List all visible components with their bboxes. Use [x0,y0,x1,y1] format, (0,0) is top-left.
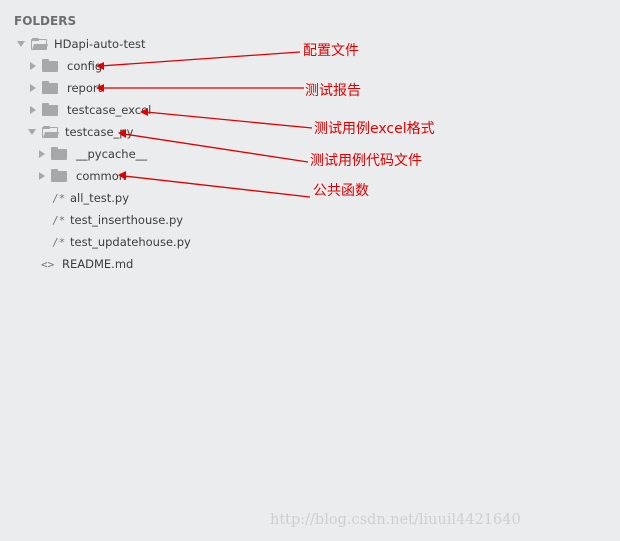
tree-item-hdapi-auto-test[interactable]: HDapi-auto-test [17,33,146,55]
markup-file-icon: <> [41,257,55,271]
chevron-right-icon[interactable] [39,150,45,158]
tree-item-label: test_inserthouse.py [70,213,184,227]
chevron-right-icon[interactable] [39,172,45,180]
chevron-right-icon[interactable] [30,62,36,70]
annotation-testcase-excel: 测试用例excel格式 [314,121,435,137]
tree-item-test-updatehouse-py[interactable]: /* test_updatehouse.py [52,231,191,253]
tree-item-label: __pycache__ [76,147,148,161]
folder-icon [51,168,67,182]
tree-item-testcase-py[interactable]: testcase_py [28,121,133,143]
tree-item-label: common [76,169,127,183]
tree-item-common[interactable]: common [39,165,126,187]
python-file-icon: /* [52,213,66,227]
folder-icon [42,102,58,116]
tree-item-label: config [67,59,103,73]
tree-item-label: HDapi-auto-test [54,37,146,51]
tree-item-label: all_test.py [70,191,130,205]
tree-item-pycache[interactable]: __pycache__ [39,143,147,165]
folder-icon [42,58,58,72]
tree-item-testcase-excel[interactable]: testcase_excel [30,99,151,121]
folder-icon [51,146,67,160]
tree-item-label: test_updatehouse.py [70,235,191,249]
tree-item-all-test-py[interactable]: /* all_test.py [52,187,129,209]
tree-item-readme-md[interactable]: <> README.md [41,253,133,275]
chevron-down-icon[interactable] [28,129,36,135]
tree-item-label: testcase_py [65,125,134,139]
folder-icon [42,80,58,94]
tree-item-label: README.md [62,257,134,271]
chevron-down-icon[interactable] [17,41,25,47]
annotation-report: 测试报告 [305,83,361,99]
folders-header: FOLDERS [14,14,77,28]
tree-item-config[interactable]: config [30,55,102,77]
annotation-config: 配置文件 [303,43,359,59]
annotation-common: 公共函数 [313,183,369,199]
watermark: http://blog.csdn.net/liuuil4421640 [270,512,521,528]
chevron-right-icon[interactable] [30,84,36,92]
python-file-icon: /* [52,235,66,249]
folder-open-icon [42,125,58,138]
tree-item-report[interactable]: report [30,77,102,99]
tree-item-test-inserthouse-py[interactable]: /* test_inserthouse.py [52,209,183,231]
python-file-icon: /* [52,191,66,205]
tree-item-label: testcase_excel [67,103,152,117]
tree-item-label: report [67,81,103,95]
annotation-testcase-py: 测试用例代码文件 [310,153,422,169]
chevron-right-icon[interactable] [30,106,36,114]
folder-open-icon [31,37,47,50]
